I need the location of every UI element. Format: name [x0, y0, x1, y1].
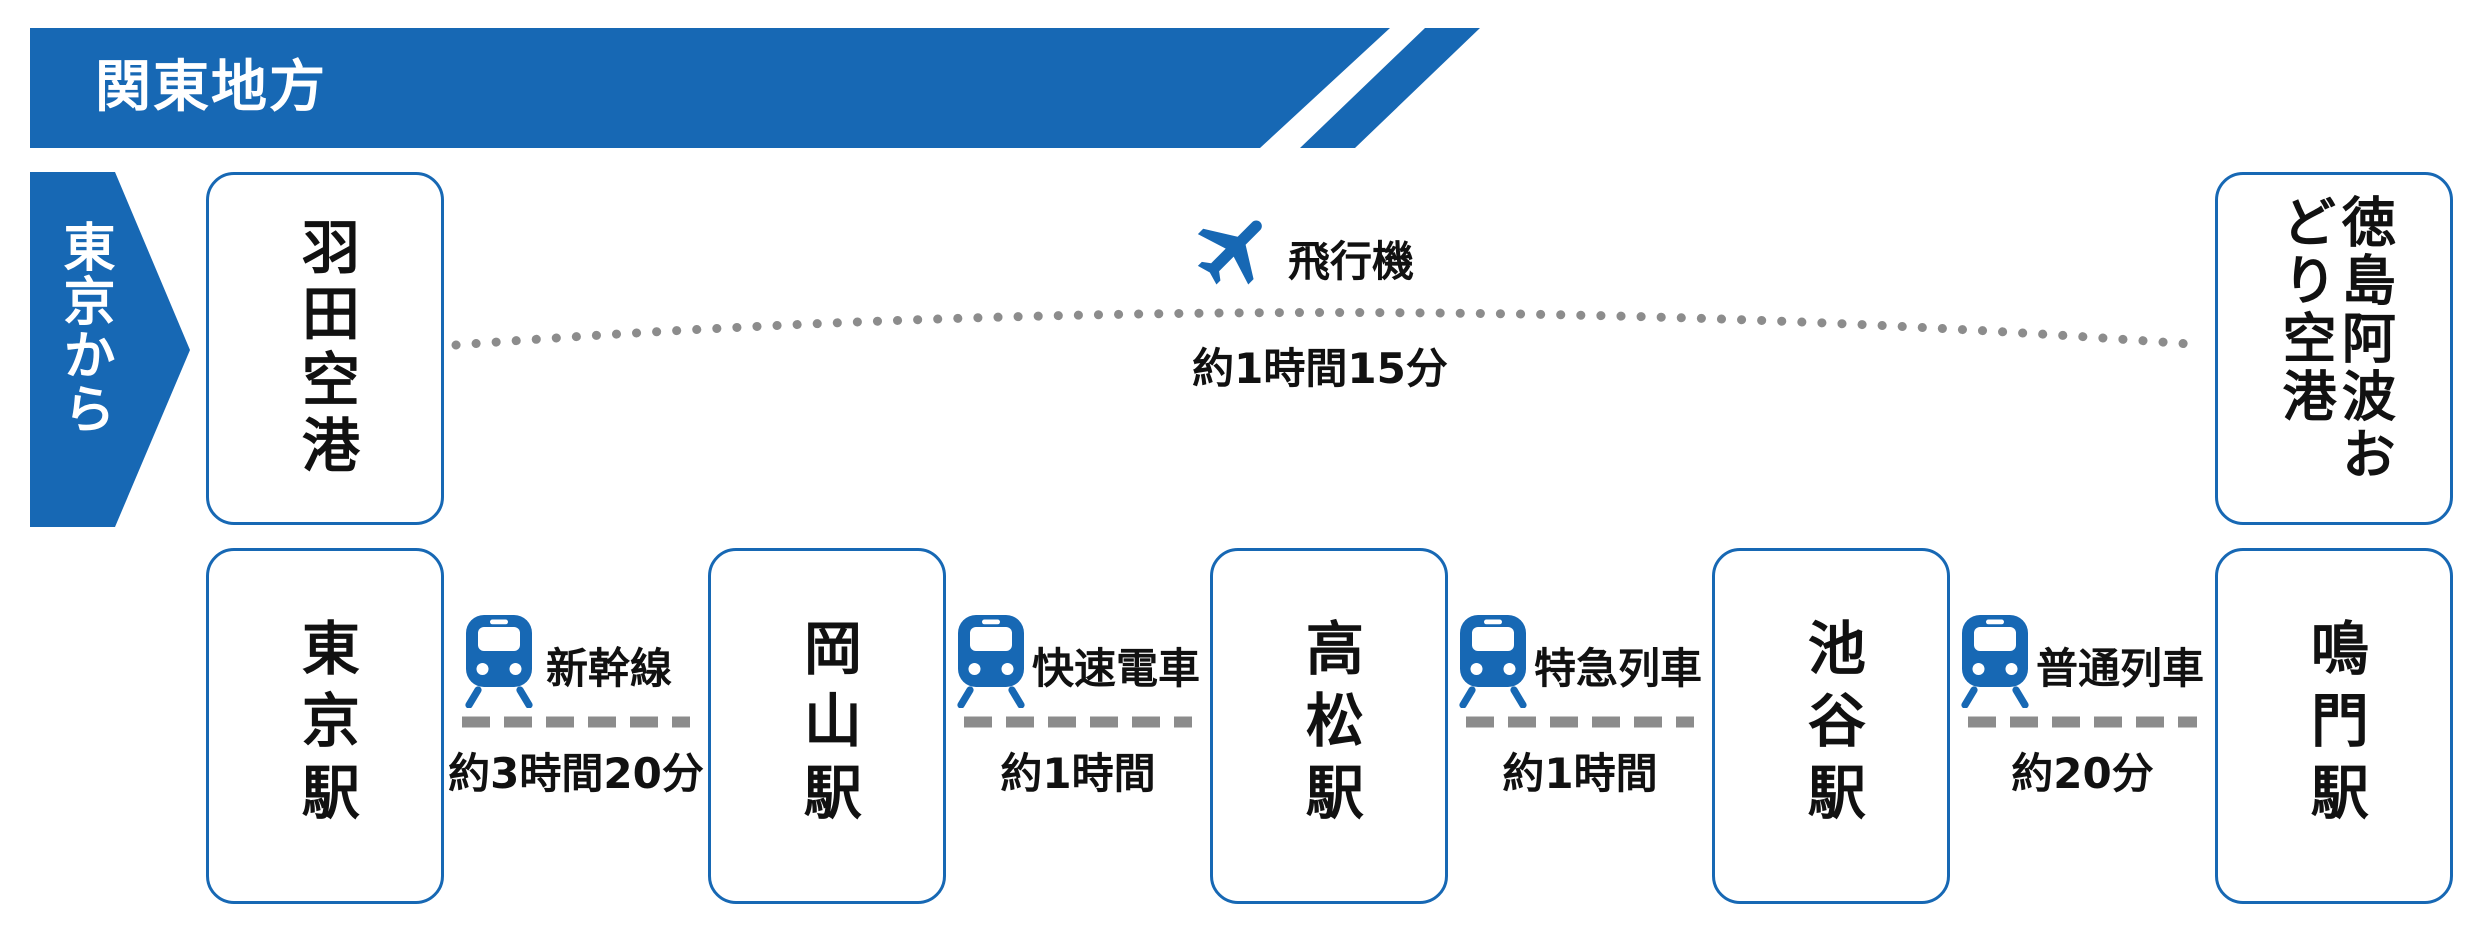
segment-duration-label: 約1時間: [1000, 749, 1156, 798]
segment-duration-label: 約20分: [2011, 749, 2154, 798]
airport-haneda: 羽田空港: [206, 172, 444, 525]
station-naruto: 鳴門駅: [2215, 548, 2453, 904]
segment-mode-label: 快速電車: [1032, 644, 1201, 693]
train-icon: [465, 615, 533, 708]
train-icon: [957, 615, 1025, 708]
rail-segment-line: [1968, 716, 2197, 728]
airport-tokushima-label: 徳島阿波おどり空港: [2273, 193, 2396, 484]
station-okayama: 岡山駅: [708, 548, 946, 904]
airport-tokushima: 徳島阿波おどり空港: [2215, 172, 2453, 525]
station-label: 池谷駅: [1797, 618, 1866, 834]
station-label: 高松駅: [1295, 618, 1364, 834]
region-title: 関東地方: [95, 55, 327, 120]
header-banner: [30, 28, 1480, 148]
station-label: 岡山駅: [793, 618, 862, 834]
origin-tag: [30, 172, 190, 527]
station-tokyo: 東京駅: [206, 548, 444, 904]
rail-segment-line: [964, 716, 1192, 728]
station-label: 東京駅: [291, 618, 360, 834]
rail-segment-line: [1466, 716, 1694, 728]
train-icon: [1961, 615, 2029, 708]
segment-mode-label: 普通列車: [2036, 644, 2205, 693]
station-ikenotani: 池谷駅: [1712, 548, 1950, 904]
origin-label: 東京から: [54, 220, 114, 436]
rail-segment-line: [462, 716, 690, 728]
airplane-icon: [1197, 220, 1262, 285]
segment-mode-label: 新幹線: [546, 644, 673, 693]
flight-duration-label: 約1時間15分: [1192, 344, 1448, 393]
station-label: 鳴門駅: [2300, 618, 2369, 834]
train-icon: [1459, 615, 1527, 708]
airport-haneda-label: 羽田空港: [291, 216, 360, 481]
segment-mode-label: 特急列車: [1534, 644, 1703, 693]
segment-duration-label: 約1時間: [1502, 749, 1658, 798]
flight-path: [451, 308, 2208, 350]
segment-duration-label: 約3時間20分: [448, 749, 704, 798]
station-takamatsu: 高松駅: [1210, 548, 1448, 904]
flight-mode-label: 飛行機: [1288, 237, 1415, 286]
